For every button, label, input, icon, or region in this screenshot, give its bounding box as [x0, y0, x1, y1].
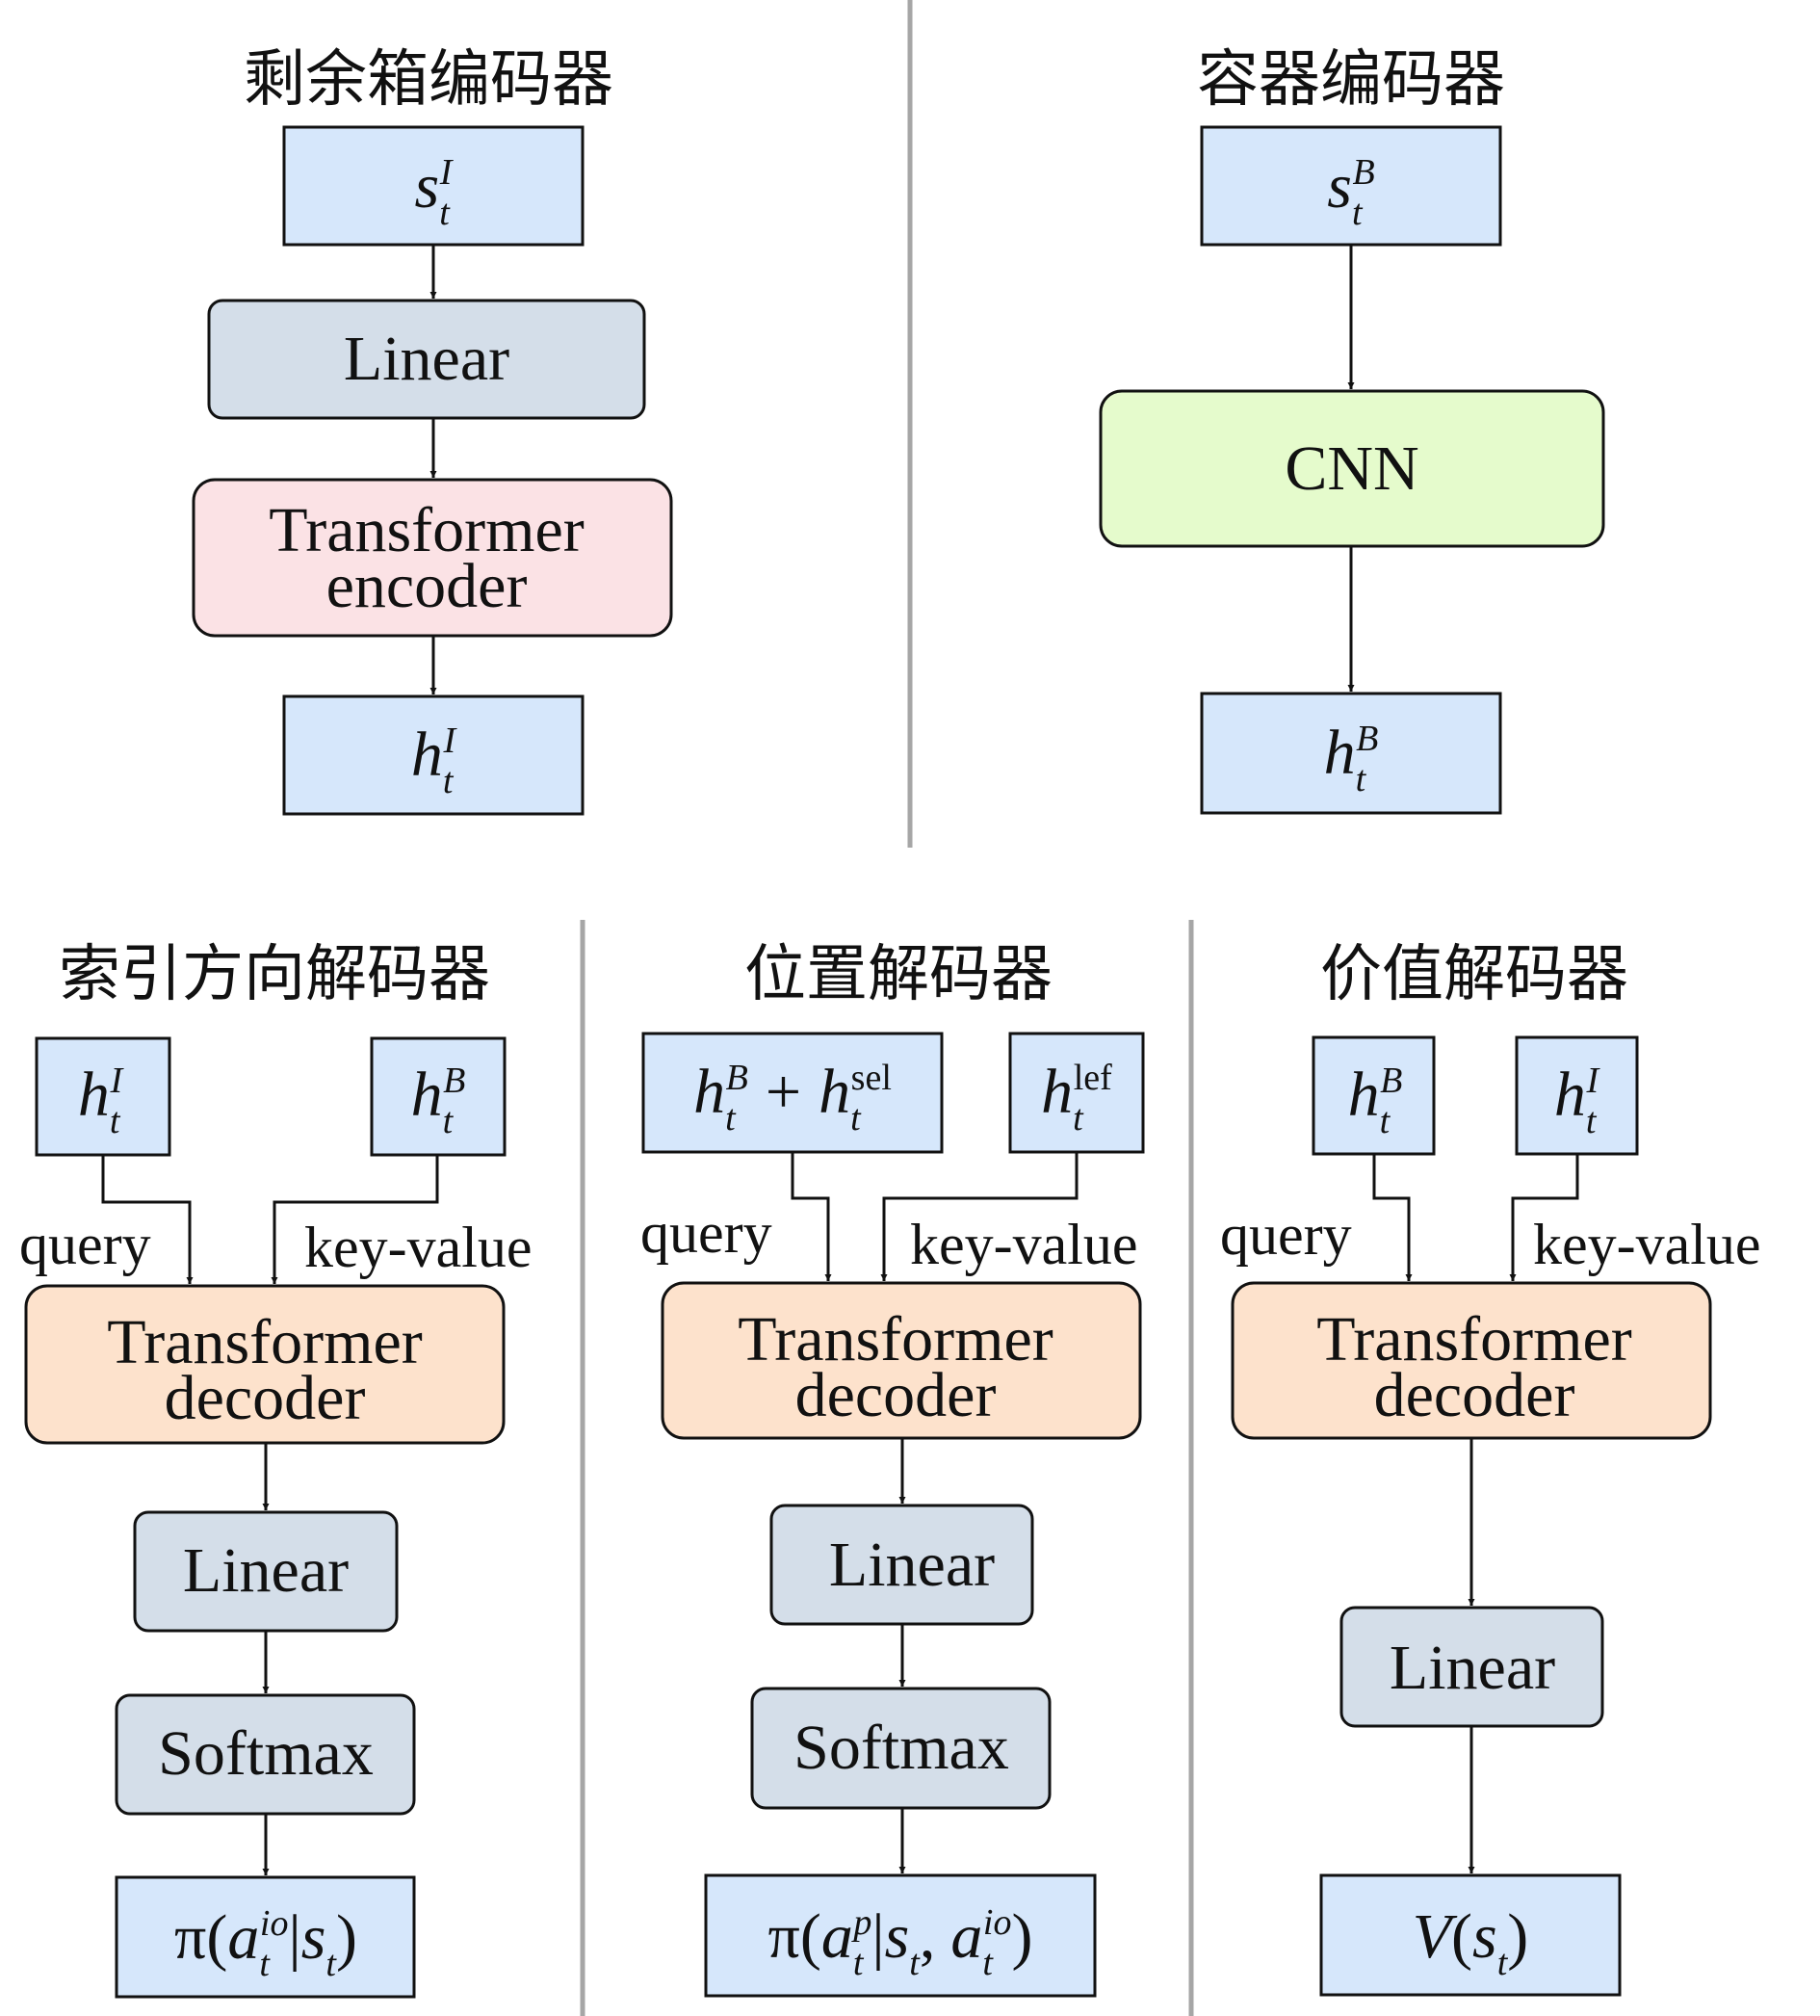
key-value-label: key-value [910, 1213, 1138, 1276]
panel-title: 索引方向解码器 [59, 939, 490, 1010]
query-connector [1372, 1154, 1413, 1281]
input-right-box [1008, 1032, 1145, 1154]
query-label: query [19, 1213, 151, 1276]
input-left-box [1312, 1035, 1436, 1156]
softmax-label: Softmax [793, 1713, 1009, 1783]
input-right-label: htB [411, 1060, 466, 1141]
panel-title: 位置解码器 [744, 939, 1053, 1010]
panel-position-decoder: 位置解码器 htB+htsel htlef query key-value Tr… [640, 939, 1145, 1998]
input-state-label: stI [415, 151, 455, 233]
policy-output-box [115, 1875, 416, 1999]
panel-title: 容器编码器 [1197, 44, 1505, 116]
query-label: query [1220, 1203, 1352, 1267]
input-left-box [35, 1036, 171, 1157]
input-right-label: htI [1554, 1060, 1601, 1141]
query-connector [101, 1155, 194, 1284]
panel-value-decoder: 价值解码器 htB htI query key-value Transforme… [1220, 939, 1761, 1997]
linear-label: Linear [344, 324, 509, 394]
input-right-label: htlef [1041, 1057, 1112, 1139]
transformer-decoder-label-line1: Transformer [107, 1307, 423, 1377]
input-left-label: htB+htsel [693, 1057, 892, 1139]
input-left-label: htI [78, 1060, 125, 1141]
key-value-connector [880, 1152, 1079, 1281]
query-label: query [640, 1201, 772, 1265]
key-value-connector [271, 1155, 439, 1284]
input-right-box [1515, 1035, 1639, 1156]
output-embedding-label: htI [411, 720, 458, 801]
input-state-box [282, 125, 585, 247]
input-right-box [370, 1036, 507, 1157]
transformer-decoder-label-line1: Transformer [738, 1304, 1053, 1375]
linear-label: Linear [829, 1530, 995, 1600]
key-value-connector [1509, 1154, 1579, 1281]
transformer-decoder-label-line1: Transformer [1316, 1304, 1632, 1375]
input-state-label: stB [1327, 151, 1374, 233]
value-output-box [1319, 1873, 1622, 1997]
panel-title: 剩余箱编码器 [244, 44, 613, 116]
panel-bin-encoder: 容器编码器 stB CNN htB [1099, 44, 1605, 815]
input-left-label: htB [1348, 1060, 1403, 1141]
policy-output-label: π(atio|st) [174, 1902, 357, 1984]
query-connector [791, 1152, 832, 1281]
linear-label: Linear [1390, 1633, 1555, 1703]
panel-index-decoder: 索引方向解码器 htI htB query key-value Transfor… [19, 939, 533, 1999]
key-value-label: key-value [304, 1216, 533, 1279]
transformer-decoder-label-line2: decoder [1374, 1360, 1575, 1430]
cnn-label: CNN [1285, 433, 1418, 504]
panel-item-encoder: 剩余箱编码器 stI Linear Transformer encoder ht… [192, 44, 673, 816]
transformer-decoder-label-line2: decoder [795, 1360, 997, 1430]
softmax-label: Softmax [158, 1718, 374, 1789]
input-state-box [1200, 125, 1502, 247]
policy-output-label: π(atp|st,atio) [768, 1901, 1033, 1983]
panel-title: 价值解码器 [1320, 939, 1628, 1010]
linear-box [207, 299, 646, 420]
linear-label: Linear [183, 1535, 349, 1606]
output-embedding-box [1200, 692, 1502, 815]
transformer-encoder-label-line2: encoder [326, 551, 528, 621]
output-embedding-label: htB [1324, 718, 1379, 799]
value-output-label: V(st) [1413, 1901, 1529, 1983]
output-embedding-box [282, 694, 585, 816]
key-value-label: key-value [1533, 1213, 1761, 1276]
policy-output-box [704, 1873, 1097, 1998]
transformer-decoder-label-line2: decoder [165, 1363, 366, 1433]
transformer-encoder-label-line1: Transformer [269, 495, 585, 565]
input-left-box [641, 1032, 944, 1154]
